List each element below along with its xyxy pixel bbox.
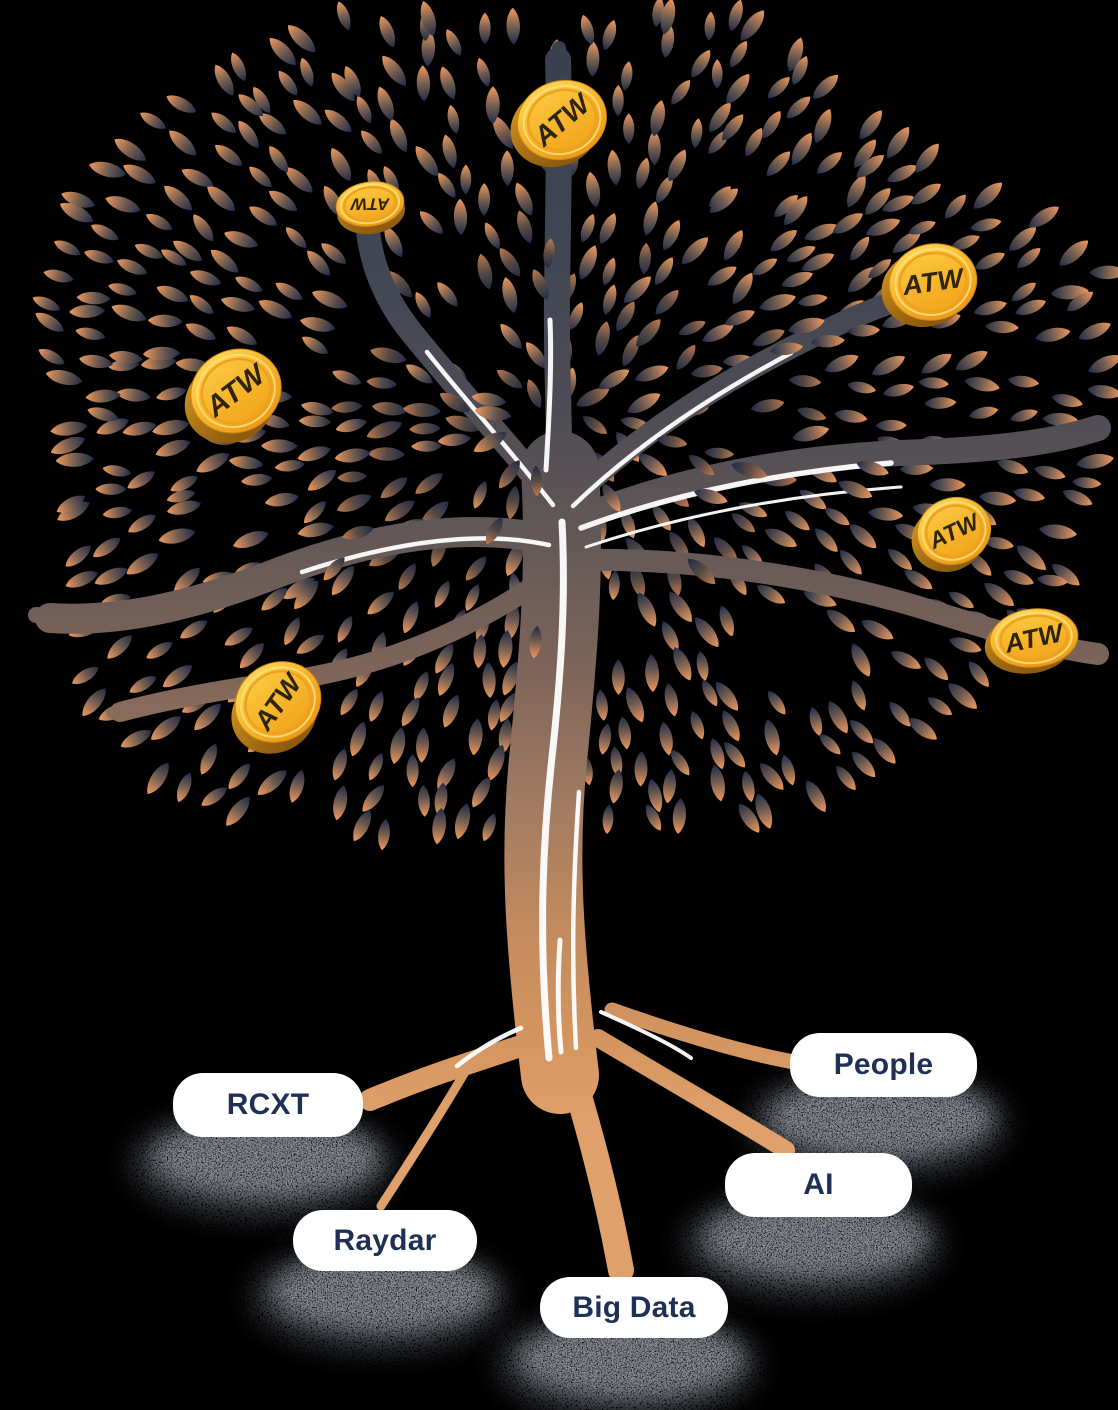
root-label-ai: AI: [725, 1153, 912, 1217]
root-label-people: People: [790, 1033, 977, 1097]
atw-coin: ATW: [184, 348, 282, 444]
label-shadows: [132, 1071, 1005, 1410]
root-label-rcxt: RCXT: [173, 1073, 363, 1137]
root-label-text: AI: [803, 1168, 834, 1201]
atw-coins: ATW ATW ATW ATW ATW ATW ATW: [184, 79, 1079, 754]
root-label-text: People: [833, 1048, 934, 1081]
root-label-big-data: Big Data: [540, 1277, 728, 1338]
atw-coin: ATW: [881, 243, 978, 328]
atw-coin: ATW: [984, 608, 1079, 674]
atw-coin: ATW: [231, 661, 322, 754]
atw-coin: ATW: [911, 497, 992, 572]
root-label-text: Raydar: [333, 1223, 437, 1257]
root-label-text: RCXT: [226, 1088, 310, 1121]
root-label-raydar: Raydar: [293, 1210, 477, 1271]
atw-coin: ATW: [335, 181, 405, 235]
coin-text: ATW: [349, 195, 390, 214]
root-label-text: Big Data: [572, 1290, 696, 1324]
atw-coin: ATW: [510, 79, 607, 168]
